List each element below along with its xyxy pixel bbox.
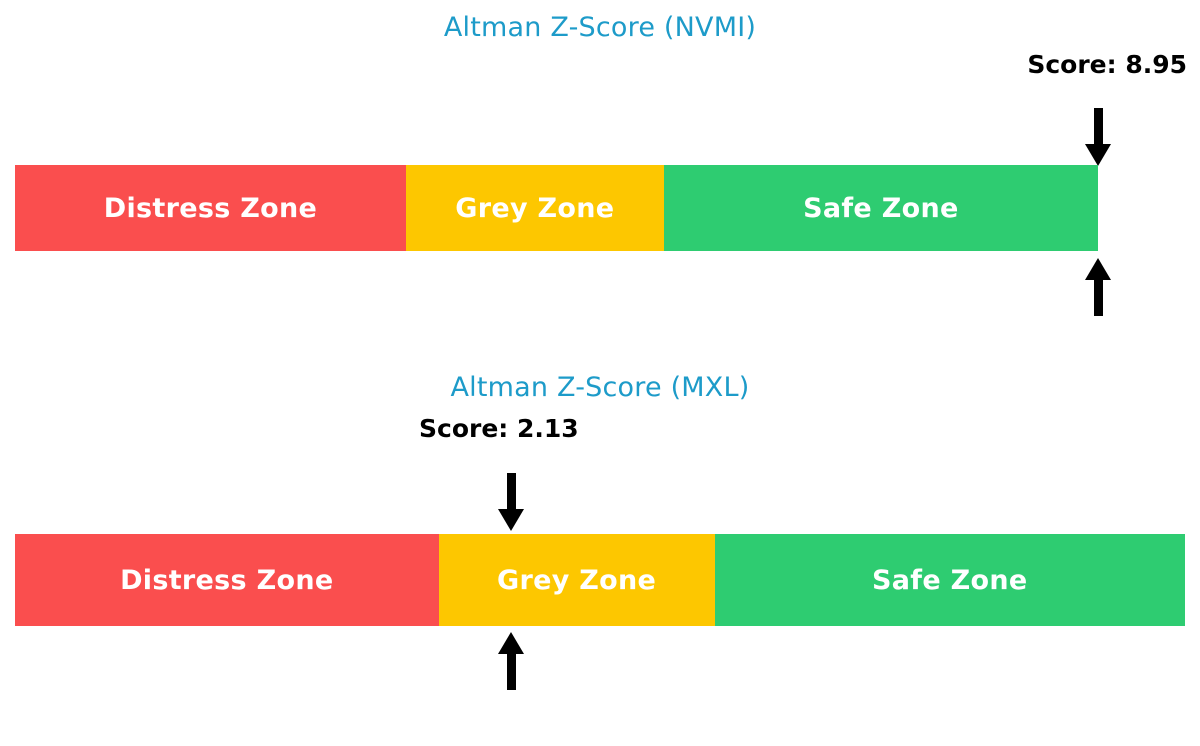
zone-bar-mxl: Distress Zone Grey Zone Safe Zone xyxy=(15,534,1185,626)
chart-title-mxl: Altman Z-Score (MXL) xyxy=(450,372,750,403)
zone-grey: Grey Zone xyxy=(405,165,664,251)
arrow-head xyxy=(498,509,524,531)
score-label-nvmi: Score: 8.95 xyxy=(1027,50,1187,79)
arrow-stem xyxy=(507,473,516,511)
arrow-head xyxy=(498,632,524,654)
arrow-up-icon xyxy=(1085,258,1111,316)
zone-grey: Grey Zone xyxy=(438,534,715,626)
chart-panel-nvmi: Altman Z-Score (NVMI) Score: 8.95 Distre… xyxy=(0,0,1200,360)
arrow-stem xyxy=(507,652,516,690)
arrow-head xyxy=(1085,144,1111,166)
arrow-stem xyxy=(1094,108,1103,146)
arrow-head xyxy=(1085,258,1111,280)
zone-distress: Distress Zone xyxy=(15,534,439,626)
arrow-down-icon xyxy=(1085,108,1111,166)
arrow-up-icon xyxy=(498,632,524,690)
arrow-down-icon xyxy=(498,473,524,531)
zone-bar-nvmi: Distress Zone Grey Zone Safe Zone xyxy=(15,165,1098,251)
zone-safe: Safe Zone xyxy=(714,534,1185,626)
score-label-mxl: Score: 2.13 xyxy=(419,414,579,443)
zone-safe: Safe Zone xyxy=(663,165,1098,251)
zone-distress: Distress Zone xyxy=(15,165,406,251)
arrow-stem xyxy=(1094,278,1103,316)
chart-title-nvmi: Altman Z-Score (NVMI) xyxy=(443,12,757,43)
chart-panel-mxl: Altman Z-Score (MXL) Score: 2.13 Distres… xyxy=(0,360,1200,746)
